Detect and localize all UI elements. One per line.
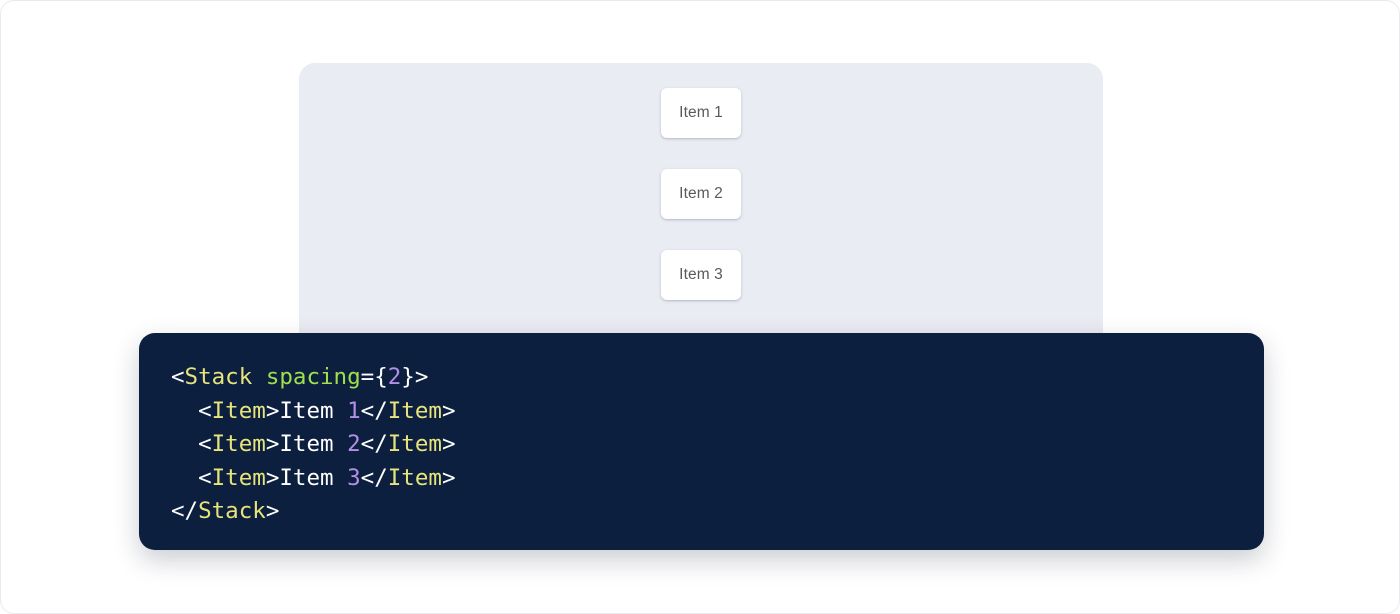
code-token-num: 2: [387, 364, 402, 390]
code-block[interactable]: <Stack spacing={2}> <Item>Item 1</Item> …: [171, 361, 1264, 529]
code-line: <Stack spacing={2}>: [171, 361, 1264, 395]
code-token-punct: >: [441, 464, 456, 491]
code-token-punct: </: [360, 431, 388, 458]
code-token-punct: ={: [360, 364, 388, 390]
code-token-num: 1: [347, 397, 361, 424]
code-token-punct: </: [171, 498, 199, 525]
code-token-num: 3: [347, 464, 361, 491]
code-token-tag: Item: [211, 431, 266, 458]
code-token-tag: Item: [211, 397, 266, 424]
code-token-text: Item: [279, 431, 348, 458]
code-token-punct: </: [360, 397, 388, 424]
code-snippet-panel: <Stack spacing={2}> <Item>Item 1</Item> …: [139, 333, 1264, 550]
code-token-punct: >: [265, 498, 280, 525]
code-token-punct: <: [198, 464, 212, 491]
code-token-attr: spacing: [265, 364, 361, 390]
code-token-tag: Stack: [198, 498, 266, 525]
code-token-punct: >: [265, 397, 280, 424]
code-token-punct: >: [441, 431, 456, 458]
code-token-tag: Item: [387, 431, 442, 458]
code-token-text: Item: [279, 464, 348, 491]
code-token-indent: [171, 431, 198, 457]
component-preview-panel: Item 1 Item 2 Item 3: [299, 63, 1103, 353]
code-token-tag: Item: [211, 464, 266, 491]
code-token-punct: [252, 364, 266, 390]
code-line: </Stack>: [171, 495, 1264, 529]
code-token-num: 2: [347, 431, 361, 458]
code-token-text: Item: [279, 397, 348, 424]
code-token-tag: Stack: [184, 364, 253, 390]
code-token-tag: Item: [387, 397, 442, 424]
code-line: <Item>Item 3</Item>: [171, 462, 1264, 496]
stack-container: Item 1 Item 2 Item 3: [661, 88, 741, 300]
code-token-indent: [171, 465, 198, 491]
code-token-punct: >: [265, 431, 280, 458]
code-token-indent: [171, 398, 198, 424]
code-token-punct: <: [198, 397, 212, 424]
stack-item[interactable]: Item 1: [661, 88, 741, 138]
code-line: <Item>Item 1</Item>: [171, 395, 1264, 429]
stack-item-label: Item 3: [679, 266, 723, 283]
code-token-punct: </: [360, 464, 388, 491]
code-token-punct: }>: [401, 364, 429, 390]
code-token-punct: <: [198, 431, 212, 458]
code-token-tag: Item: [387, 464, 442, 491]
code-token-punct: >: [265, 464, 280, 491]
stack-item[interactable]: Item 3: [661, 250, 741, 300]
stack-item-label: Item 1: [679, 104, 723, 121]
code-token-punct: <: [171, 364, 185, 390]
stack-item[interactable]: Item 2: [661, 169, 741, 219]
code-token-punct: >: [441, 397, 456, 424]
code-line: <Item>Item 2</Item>: [171, 428, 1264, 462]
stack-item-label: Item 2: [679, 185, 723, 202]
